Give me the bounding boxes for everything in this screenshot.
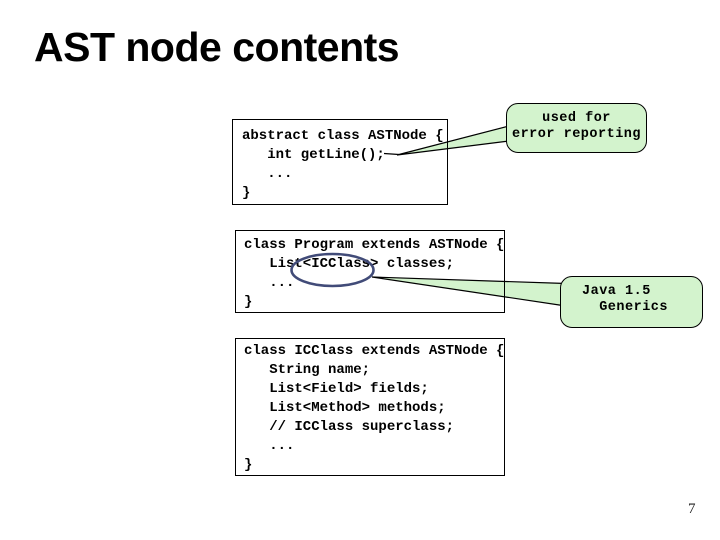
code-line: List<Field> fields; [244, 381, 429, 397]
code-line: class Program extends ASTNode { [244, 237, 505, 253]
callout-error-reporting: used for error reporting [506, 103, 647, 153]
callout-line: used for [542, 111, 611, 126]
page-number: 7 [688, 501, 696, 517]
code-line: String name; [244, 362, 371, 378]
code-line: ... [244, 438, 295, 454]
code-line: ... [244, 275, 295, 291]
callout-line: Java 1.5 [582, 284, 651, 299]
slide-title: AST node contents [34, 24, 400, 70]
code-line: List<ICClass> classes; [244, 256, 455, 272]
code-line: } [244, 294, 253, 310]
callout-java-generics: Java 1.5 Generics [560, 276, 703, 328]
code-box-astnode: abstract class ASTNode { int getLine(); … [232, 119, 448, 205]
code-line: List<Method> methods; [244, 400, 446, 416]
code-line: } [244, 457, 253, 473]
code-line: abstract class ASTNode { [242, 128, 444, 144]
code-line: } [242, 185, 251, 201]
code-line: int getLine(); [242, 147, 385, 163]
code-line: ... [242, 166, 293, 182]
code-line: class ICClass extends ASTNode { [244, 343, 505, 359]
code-box-icclass: class ICClass extends ASTNode { String n… [235, 338, 505, 476]
code-line: // ICClass superclass; [244, 419, 455, 435]
callout-line: error reporting [511, 127, 642, 142]
callout-line: Generics [582, 300, 669, 315]
code-box-program: class Program extends ASTNode { List<ICC… [235, 230, 505, 313]
